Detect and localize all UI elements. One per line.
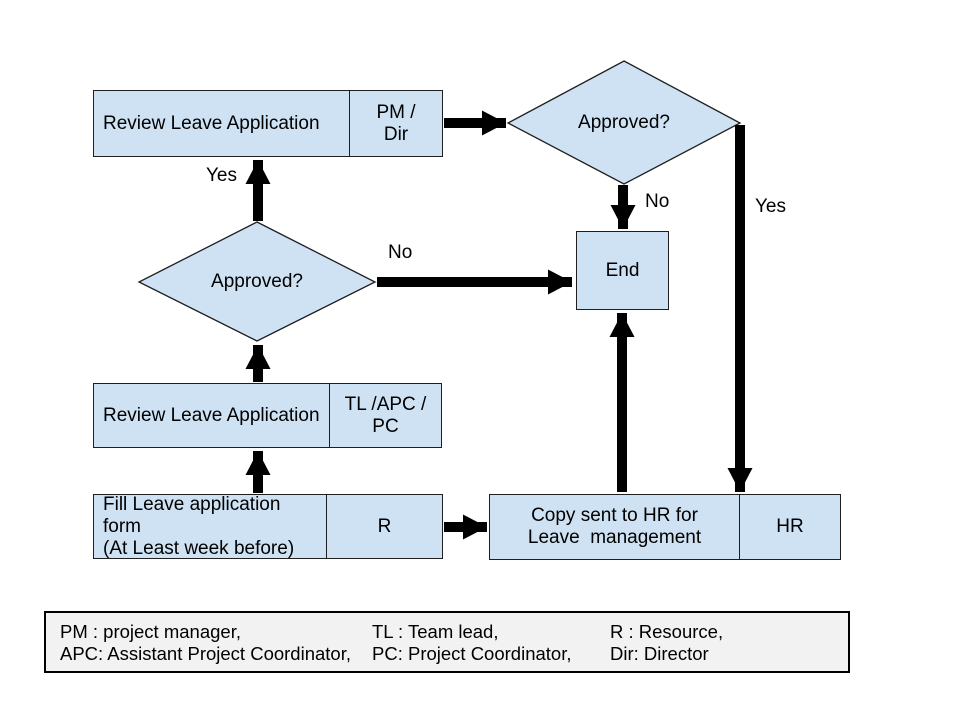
legend-entry-apc: APC: Assistant Project Coordinator, [60, 643, 351, 664]
legend-column-3: R : Resource, Dir: Director [610, 621, 723, 665]
node-label: End [605, 259, 640, 281]
legend-entry-pm: PM : project manager, [60, 621, 241, 642]
node-label: Review Leave Application [103, 112, 320, 134]
diamond-label-approved-top: Approved? [578, 111, 670, 133]
edge-label-yes-mid-to-top: Yes [206, 165, 237, 186]
decision-diamond-approved-mid [137, 221, 377, 342]
edge-label-yes-top-to-hr: Yes [755, 196, 786, 217]
legend-column-1: PM : project manager, APC: Assistant Pro… [60, 621, 351, 665]
decision-diamond-approved-top [506, 60, 742, 185]
diamond-label-approved-mid: Approved? [211, 270, 303, 292]
node-role-hr: HR [739, 495, 840, 559]
node-label: Fill Leave application form (At Least we… [103, 493, 295, 559]
edge-label-no-mid-to-end: No [388, 242, 413, 263]
legend-entry-tl: TL : Team lead, [372, 621, 499, 642]
node-label: Review Leave Application [103, 404, 320, 426]
node-review-leave-application-mid: Review Leave Application TL /APC / PC [93, 383, 442, 448]
node-end: End [576, 231, 669, 310]
legend-column-2: TL : Team lead, PC: Project Coordinator, [372, 621, 571, 665]
legend-entry-pc: PC: Project Coordinator, [372, 643, 572, 664]
node-role-r: R [326, 495, 442, 558]
node-label: Copy sent to HR for Leave management [527, 505, 702, 548]
edge-label-no-top-to-end: No [645, 191, 670, 212]
legend-entry-r: R : Resource, [610, 621, 724, 642]
legend-entry-dir: Dir: Director [610, 643, 709, 664]
legend-box: PM : project manager, APC: Assistant Pro… [44, 611, 850, 673]
node-copy-sent-to-hr: Copy sent to HR for Leave management HR [489, 494, 841, 560]
node-fill-leave-application-form: Fill Leave application form (At Least we… [93, 494, 443, 559]
node-role-pm-dir: PM / Dir [349, 91, 442, 156]
node-review-leave-application-top: Review Leave Application PM / Dir [93, 90, 443, 157]
node-role-tl-apc-pc: TL /APC / PC [329, 384, 441, 447]
